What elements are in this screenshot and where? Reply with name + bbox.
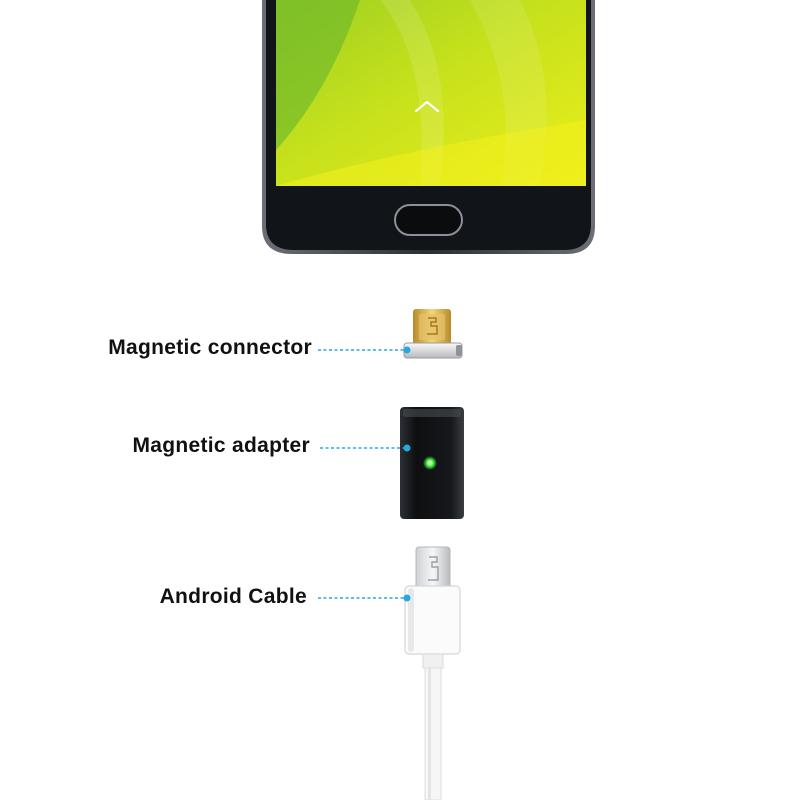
- label-android-cable: Android Cable: [159, 585, 307, 608]
- label-magnetic-adapter: Magnetic adapter: [132, 434, 310, 457]
- leader-line-connector: [318, 346, 411, 354]
- magnetic-adapter: [400, 407, 464, 519]
- magnetic-connector: [403, 309, 463, 359]
- android-cable: [404, 546, 461, 800]
- chevron-up-icon: [414, 100, 440, 113]
- label-magnetic-connector: Magnetic connector: [108, 336, 312, 359]
- leader-line-cable: [318, 594, 411, 602]
- home-button-icon: [394, 204, 463, 236]
- phone-screen: [276, 0, 586, 186]
- leader-line-adapter: [320, 444, 411, 452]
- phone: [262, 0, 595, 254]
